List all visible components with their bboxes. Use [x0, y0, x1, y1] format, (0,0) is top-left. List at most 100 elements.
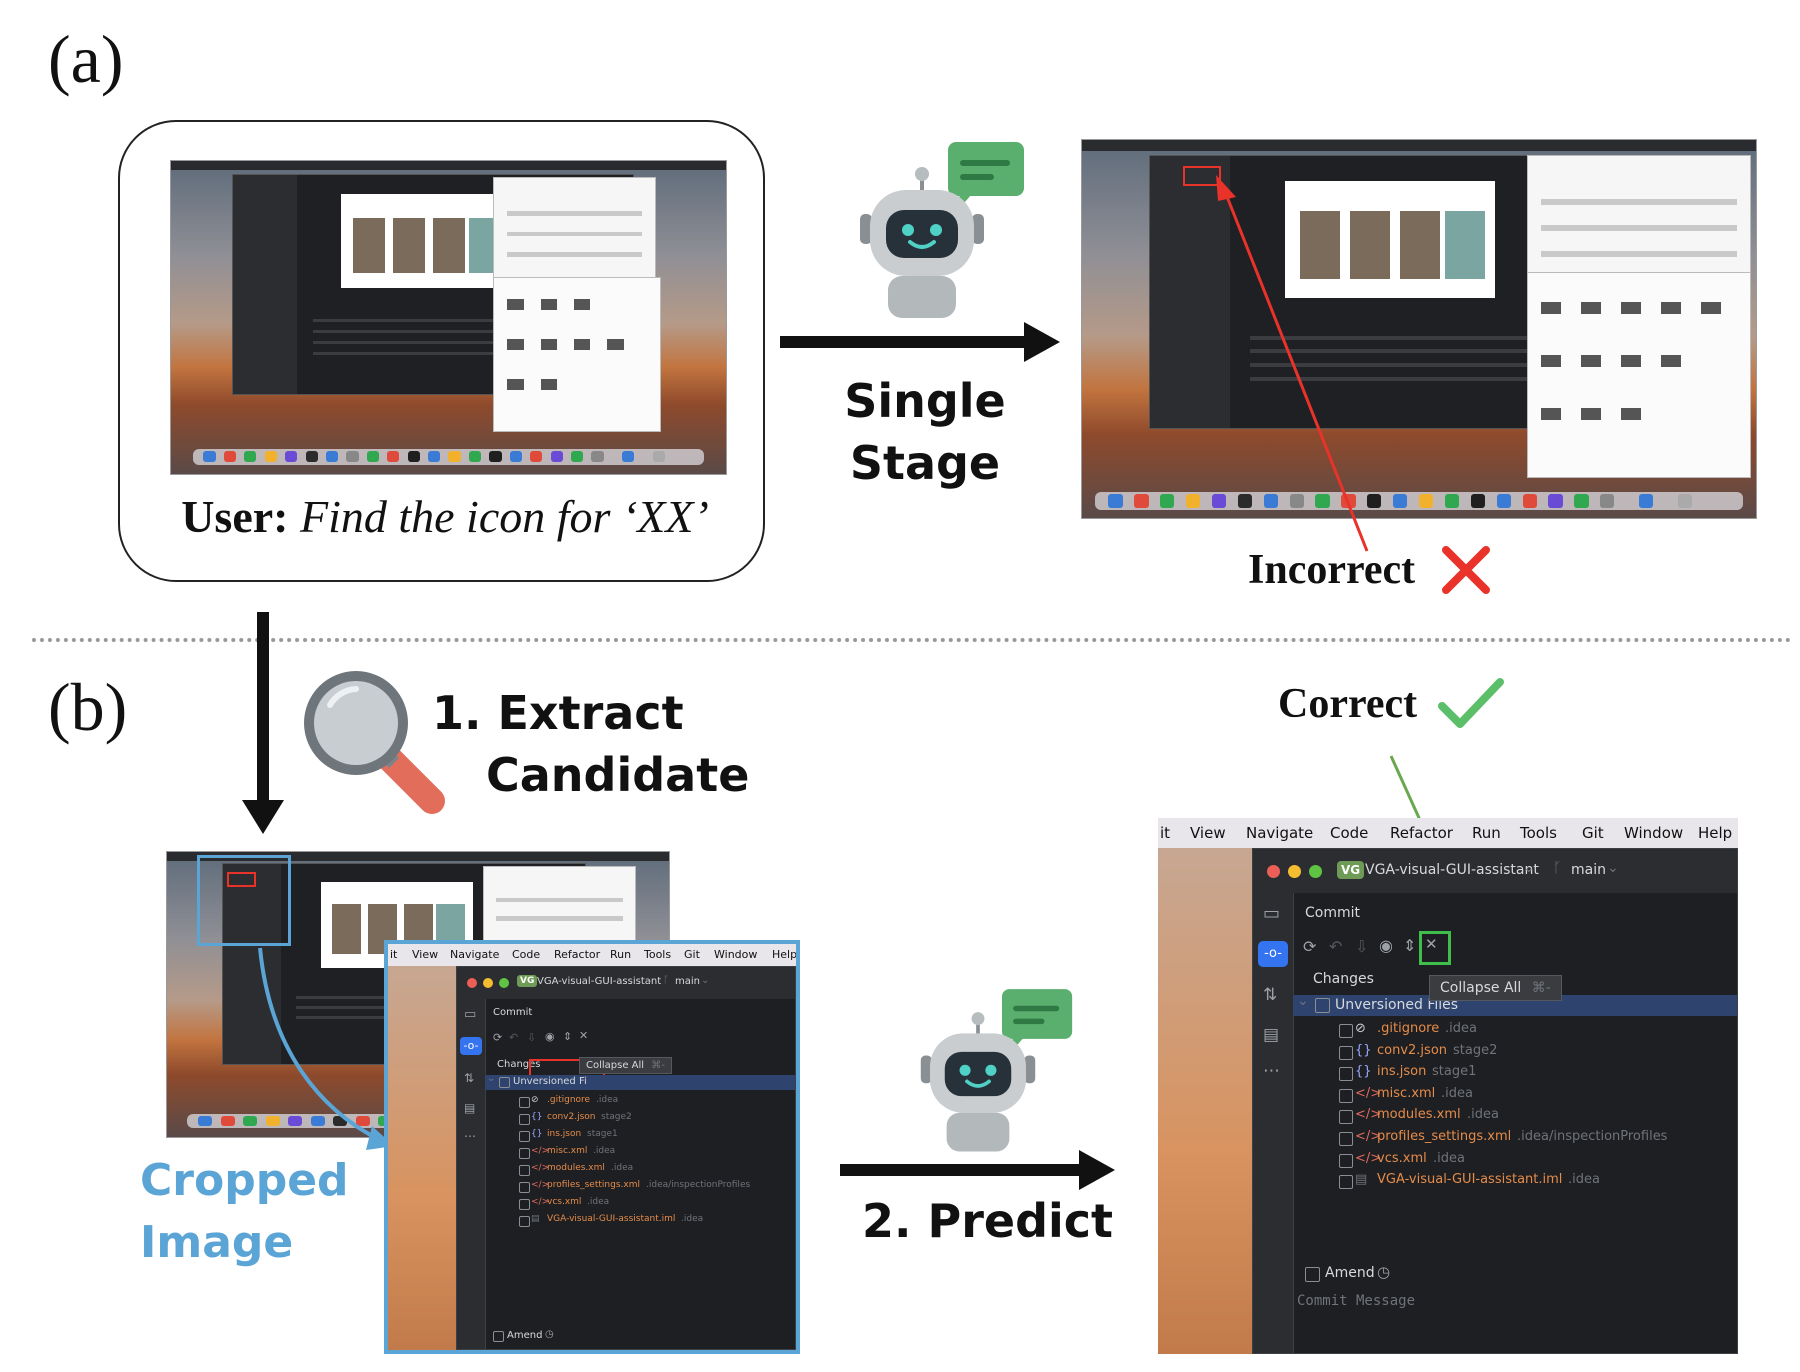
file-checkbox[interactable]: [1339, 1110, 1353, 1125]
menu-item[interactable]: Git: [1582, 824, 1604, 842]
more-icon[interactable]: ⋯: [1263, 1061, 1280, 1081]
folder-icon[interactable]: ▭: [1263, 903, 1281, 924]
menu-item[interactable]: Help: [1698, 824, 1733, 842]
menu-item[interactable]: Help: [772, 948, 798, 961]
menu-item[interactable]: Window: [714, 948, 758, 961]
predict-arrow: [840, 1150, 1115, 1190]
file-directory: stage2: [601, 1112, 632, 1122]
file-checkbox[interactable]: [519, 1165, 530, 1176]
file-directory: .idea: [1467, 1107, 1499, 1123]
commit-message-input[interactable]: Commit Message: [1297, 1293, 1416, 1309]
menu-item[interactable]: it: [390, 948, 398, 961]
unversioned-checkbox[interactable]: [499, 1077, 510, 1088]
project-badge: VG: [1337, 861, 1365, 879]
shelve-icon[interactable]: ⇩: [1355, 937, 1369, 956]
file-directory: .idea: [596, 1095, 619, 1105]
file-checkbox[interactable]: [519, 1199, 530, 1210]
commit-tool-icon[interactable]: -o-: [1258, 941, 1288, 967]
unversioned-label[interactable]: Unversioned Files: [1335, 997, 1459, 1013]
file-checkbox[interactable]: [1339, 1088, 1353, 1103]
file-checkbox[interactable]: [519, 1131, 530, 1142]
menu-item[interactable]: Navigate: [1246, 824, 1314, 842]
more-icon[interactable]: ⋯: [464, 1129, 476, 1143]
file-checkbox[interactable]: [1339, 1132, 1353, 1146]
ignore-file-icon: ⊘: [1355, 1021, 1366, 1036]
branch-name[interactable]: main: [675, 976, 700, 987]
menu-item[interactable]: it: [1160, 824, 1171, 842]
menu-item[interactable]: Refactor: [1390, 824, 1453, 842]
commit-message-input[interactable]: Commit Message: [489, 1351, 573, 1354]
file-checkbox[interactable]: [519, 1148, 530, 1159]
refresh-icon[interactable]: ⟳: [1303, 937, 1317, 956]
file-directory: stage2: [1453, 1042, 1498, 1058]
file-checkbox[interactable]: [1339, 1067, 1353, 1082]
eye-icon[interactable]: ◉: [1379, 936, 1393, 955]
menu-item[interactable]: Tools: [1520, 824, 1557, 842]
menu-item[interactable]: View: [412, 948, 439, 961]
file-directory: .idea: [1433, 1150, 1465, 1166]
menu-item[interactable]: Tools: [644, 948, 672, 961]
commit-title: Commit: [1305, 905, 1360, 921]
amend-checkbox[interactable]: [493, 1331, 504, 1342]
structure-icon[interactable]: ▤: [1263, 1025, 1280, 1045]
expand-all-icon[interactable]: ⇕: [563, 1030, 573, 1043]
project-name[interactable]: VGA-visual-GUI-assistant: [537, 976, 662, 987]
file-directory: .idea: [681, 1214, 704, 1224]
menu-item[interactable]: Run: [1472, 824, 1501, 842]
unversioned-label[interactable]: Unversioned Fi: [513, 1076, 587, 1087]
magnifier-icon: [304, 671, 445, 814]
robot-icon-a: [860, 142, 1024, 318]
unversioned-checkbox[interactable]: [1315, 998, 1330, 1013]
file-checkbox[interactable]: [519, 1216, 530, 1227]
file-name: misc.xml: [547, 1146, 588, 1156]
file-checkbox[interactable]: [1339, 1045, 1353, 1060]
collapse-all-icon[interactable]: ✕: [1425, 935, 1438, 953]
clock-icon[interactable]: ◷: [1377, 1263, 1391, 1281]
panel-b-label: (b): [48, 669, 128, 745]
file-checkbox[interactable]: [519, 1097, 530, 1108]
file-checkbox[interactable]: [1339, 1153, 1353, 1168]
menu-item[interactable]: Window: [1624, 824, 1684, 842]
structure-icon[interactable]: ▤: [464, 1101, 476, 1115]
shelve-icon[interactable]: ⇩: [527, 1031, 537, 1044]
zoomed-prediction-panel: it View Navigate Code Refactor Run Tools…: [1158, 818, 1738, 1354]
menu-item[interactable]: Code: [512, 948, 541, 961]
expand-all-icon[interactable]: ⇕: [1403, 936, 1417, 955]
menu-item[interactable]: Run: [610, 948, 632, 961]
pull-request-icon[interactable]: ⇅: [1263, 985, 1278, 1005]
menu-item[interactable]: Refactor: [554, 948, 601, 961]
incorrect-arrow: [1216, 175, 1369, 552]
menu-item[interactable]: Navigate: [450, 948, 500, 961]
collapse-all-icon[interactable]: ✕: [579, 1029, 589, 1042]
amend-checkbox[interactable]: [1305, 1267, 1320, 1282]
commit-tool-icon[interactable]: -o-: [460, 1037, 482, 1055]
incorrect-label: Incorrect: [1248, 547, 1416, 593]
pull-request-icon[interactable]: ⇅: [464, 1071, 475, 1085]
menu-item[interactable]: View: [1190, 824, 1226, 842]
eye-icon[interactable]: ◉: [545, 1030, 555, 1043]
menu-item[interactable]: Code: [1330, 824, 1369, 842]
project-name[interactable]: VGA-visual-GUI-assistant: [1365, 862, 1539, 878]
file-checkbox[interactable]: [519, 1114, 530, 1125]
commit-title: Commit: [493, 1007, 533, 1018]
clock-icon[interactable]: ◷: [545, 1329, 554, 1340]
chevron-down-icon: ⌄: [487, 1073, 496, 1084]
xml-file-icon: </>: [1355, 1129, 1382, 1144]
file-directory: .idea: [611, 1163, 634, 1173]
tooltip-text: Collapse All: [1440, 980, 1522, 996]
file-checkbox[interactable]: [519, 1182, 530, 1193]
file-checkbox[interactable]: [1339, 1024, 1353, 1038]
menu-item[interactable]: Git: [684, 948, 700, 961]
changes-label: Changes: [497, 1059, 541, 1070]
input-screenshot: [170, 160, 727, 475]
file-checkbox[interactable]: [1339, 1175, 1353, 1190]
branch-name[interactable]: main: [1571, 862, 1606, 878]
rollback-icon[interactable]: ↶: [1329, 937, 1343, 956]
rollback-icon[interactable]: ↶: [509, 1031, 519, 1044]
collapse-all-tooltip: Collapse All ⌘-: [579, 1057, 672, 1074]
folder-icon[interactable]: ▭: [464, 1007, 477, 1022]
refresh-icon[interactable]: ⟳: [493, 1031, 503, 1044]
file-name: vcs.xml: [547, 1197, 582, 1207]
crop-arrow: [258, 947, 394, 1150]
cross-icon: [1442, 546, 1490, 594]
